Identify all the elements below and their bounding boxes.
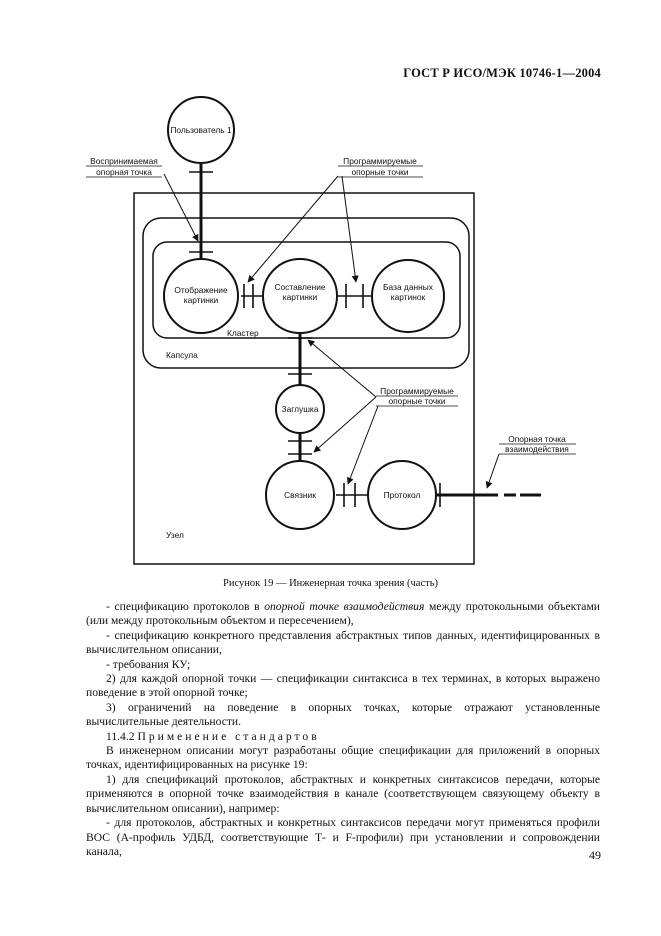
display-label-1: Отображение (174, 285, 228, 295)
perceived-point-label-2: опорная точка (96, 167, 152, 177)
programmable-arrow-mid-2 (313, 396, 377, 453)
page-number: 49 (589, 848, 601, 862)
engineering-viewpoint-figure: Пользователь 1 Воспринимаемая опорная то… (86, 96, 576, 565)
interaction-point-arrow (485, 453, 500, 489)
capsule-label: Капсула (166, 350, 198, 360)
programmable-arrow-top-1 (247, 175, 339, 283)
programmable-mid-label-2: опорные точки (388, 396, 445, 406)
compose-circle (262, 258, 338, 334)
binder-circle (265, 460, 335, 530)
user-label: Пользователь 1 (170, 125, 232, 135)
database-label-1: База данных (383, 282, 434, 292)
section-heading: 11.4.2 Применение стандартов (106, 729, 320, 743)
database-circle (371, 259, 445, 333)
display-label-2: картинки (184, 295, 219, 305)
paragraph-3: - требования КУ; (106, 657, 191, 671)
stub-circle (275, 384, 325, 434)
body-text: - спецификацию протоколов в опорной точк… (86, 600, 600, 859)
document-header: ГОСТ Р ИСО/МЭК 10746-1—2004 (403, 66, 601, 80)
paragraph-4: 2) для каждой опорной точки — спецификац… (86, 672, 600, 700)
binder-label: Связник (284, 490, 316, 500)
programmable-arrow-mid-1 (307, 339, 377, 398)
user-circle (167, 96, 235, 164)
paragraph-1: - спецификацию протоколов в опорной точк… (86, 600, 600, 628)
programmable-arrow-mid-3 (346, 405, 379, 485)
paragraph-9: - для протоколов, абстрактных и конкретн… (86, 816, 600, 858)
node-label: Узел (166, 530, 184, 540)
compose-label-1: Составление (274, 282, 325, 292)
paragraph-7: В инженерном описании могут разработаны … (86, 744, 600, 772)
database-label-2: картинок (391, 292, 426, 302)
capsule-box (142, 217, 470, 369)
perceived-point-arrow (163, 173, 199, 242)
programmable-arrow-top-2 (341, 175, 359, 283)
paragraph-8: 1) для спецификаций протоколов, абстракт… (86, 772, 600, 815)
figure-caption: Рисунок 19 — Инженерная точка зрения (ча… (223, 578, 438, 589)
display-circle (163, 258, 239, 334)
interaction-point-label-1: Опорная точка (508, 434, 566, 444)
protocol-label: Протокол (384, 490, 421, 500)
node-box (133, 192, 475, 565)
programmable-mid-label-1: Программируемые (380, 386, 454, 396)
programmable-top-label-2: опорные точки (351, 167, 408, 177)
paragraph-2: - спецификацию конкретного представления… (86, 628, 600, 657)
perceived-point-label-1: Воспринимаемая (90, 156, 158, 166)
stub-label: Заглушка (282, 404, 319, 414)
interaction-point-label-2: взаимодействия (505, 444, 569, 454)
cluster-label: Кластер (227, 328, 259, 338)
paragraph-5: 3) ограничений на поведение в опорных то… (86, 700, 600, 729)
programmable-top-label-1: Программируемые (343, 156, 417, 166)
protocol-circle (367, 460, 437, 530)
compose-label-2: картинки (283, 292, 318, 302)
